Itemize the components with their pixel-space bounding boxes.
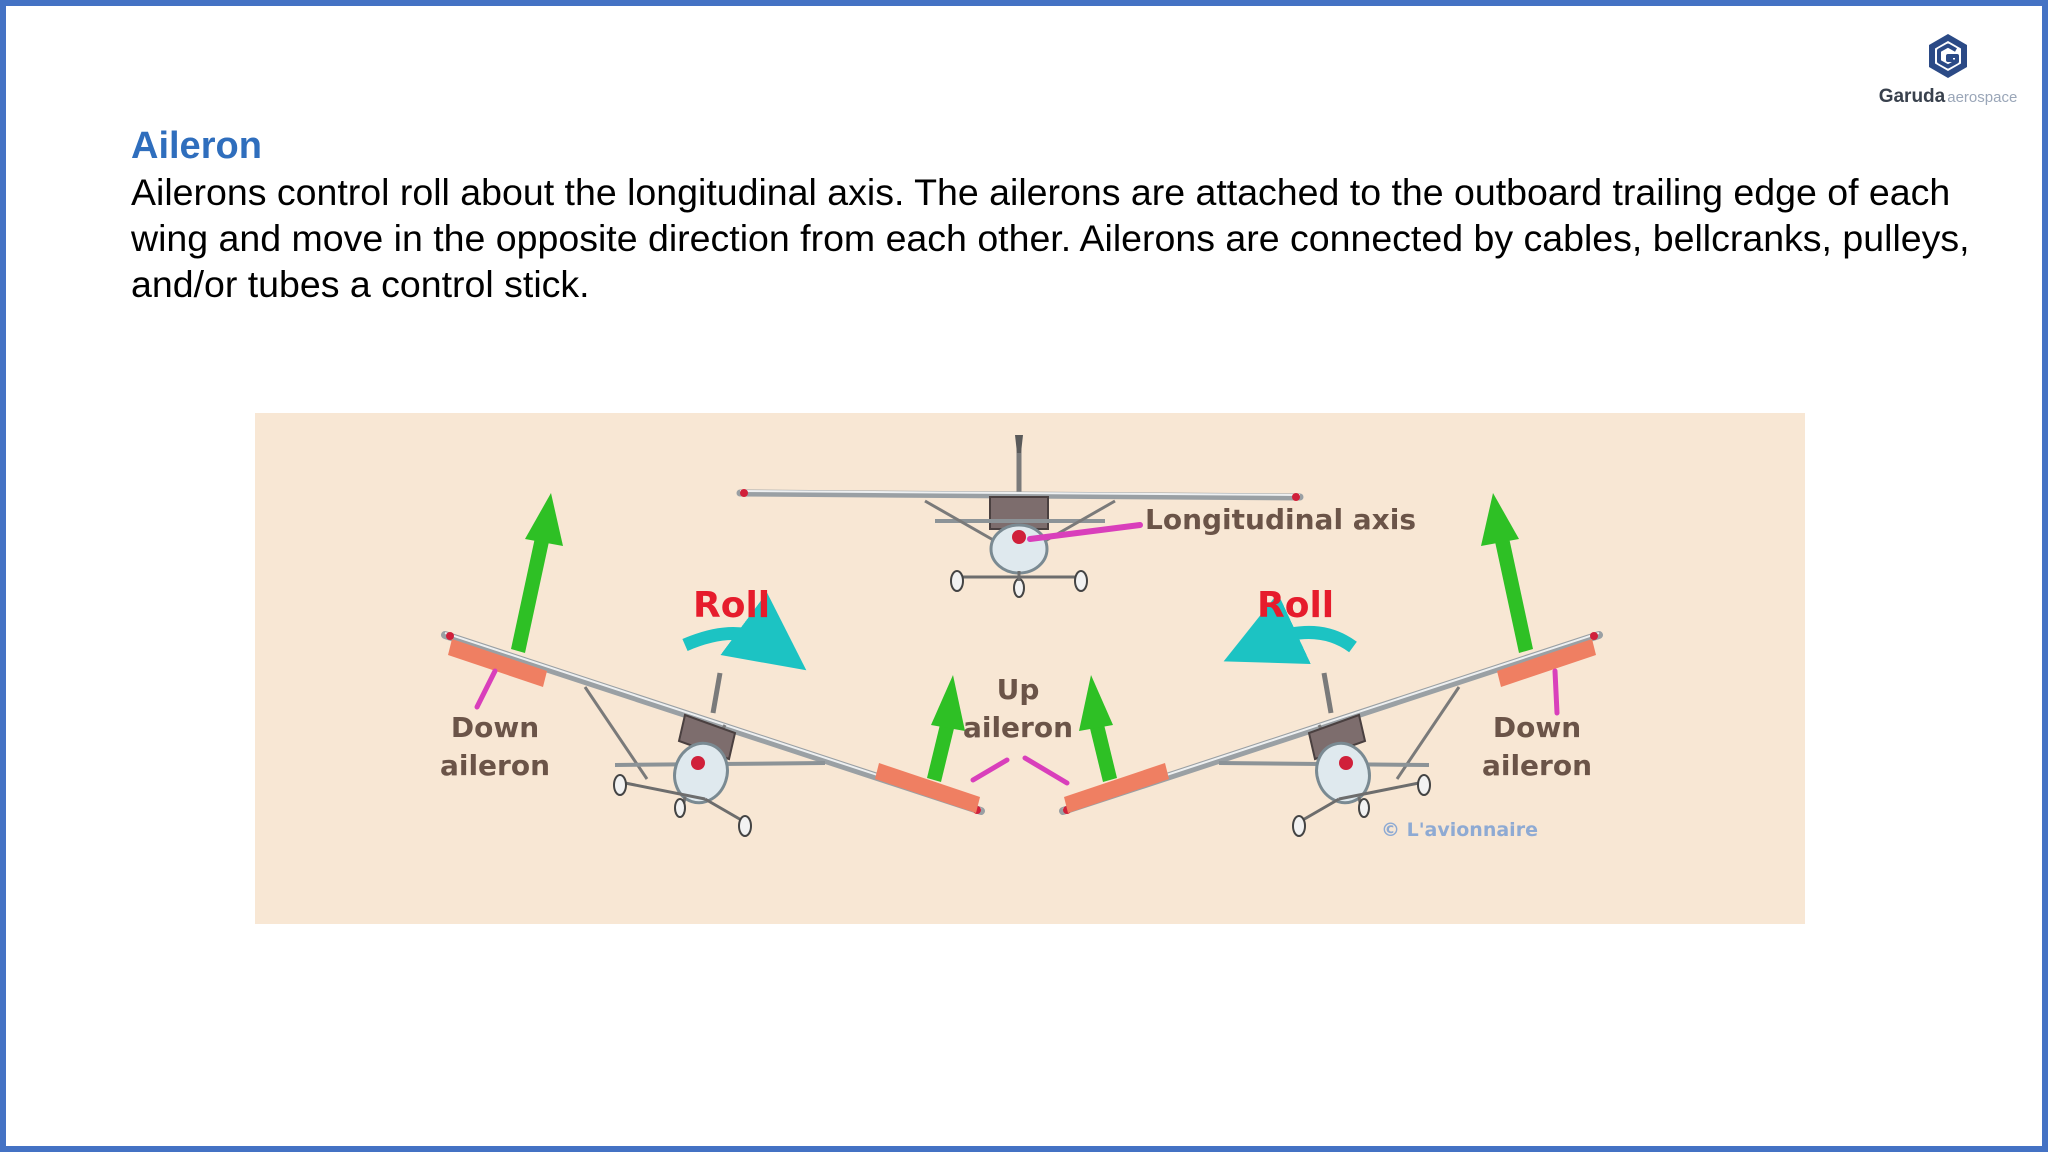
left-down-aileron [448,639,547,687]
left-roll-arrow [682,592,807,671]
level-airplane [736,435,1304,598]
right-lift-arrow-up [1491,519,1533,653]
down-aileron-left-line1: Down [450,711,540,744]
up-aileron-pointer-left [970,757,1010,783]
down-aileron-left-line2: aileron [439,749,551,782]
slide-title: Aileron [131,125,262,167]
down-aileron-right-line2: aileron [1481,749,1593,782]
left-rolling-airplane [441,493,985,837]
up-aileron-label: Up aileron [958,671,1078,747]
left-lift-arrow-up [511,519,553,653]
garuda-hexagon-logo-icon [1929,34,1967,78]
down-aileron-label-left: Down aileron [435,709,555,785]
up-aileron-pointer-right [1022,755,1070,786]
right-up-aileron [1064,763,1169,813]
longitudinal-axis-pointer [1027,522,1143,542]
longitudinal-axis-label: Longitudinal axis [1145,503,1417,536]
slide-body-text: Ailerons control roll about the longitud… [131,171,1970,305]
right-rolling-airplane [1059,493,1603,837]
left-up-aileron [875,763,980,813]
roll-label-right: Roll [1257,585,1335,626]
logo-name: Garuda [1878,86,1946,107]
image-credit: © L'avionnaire [1381,819,1538,841]
up-aileron-line1: Up [996,673,1040,706]
roll-label-left: Roll [693,585,771,626]
aileron-roll-diagram: Longitudinal axis Roll Roll Down aileron… [255,413,1805,924]
right-down-aileron [1497,639,1596,687]
logo-suffix: aerospace [1947,89,2018,106]
diagram-illustration [441,435,1603,837]
down-aileron-right-line1: Down [1492,711,1582,744]
right-roll-arrow [1223,593,1357,664]
up-aileron-line2: aileron [962,711,1074,744]
down-aileron-label-right: Down aileron [1477,709,1597,785]
